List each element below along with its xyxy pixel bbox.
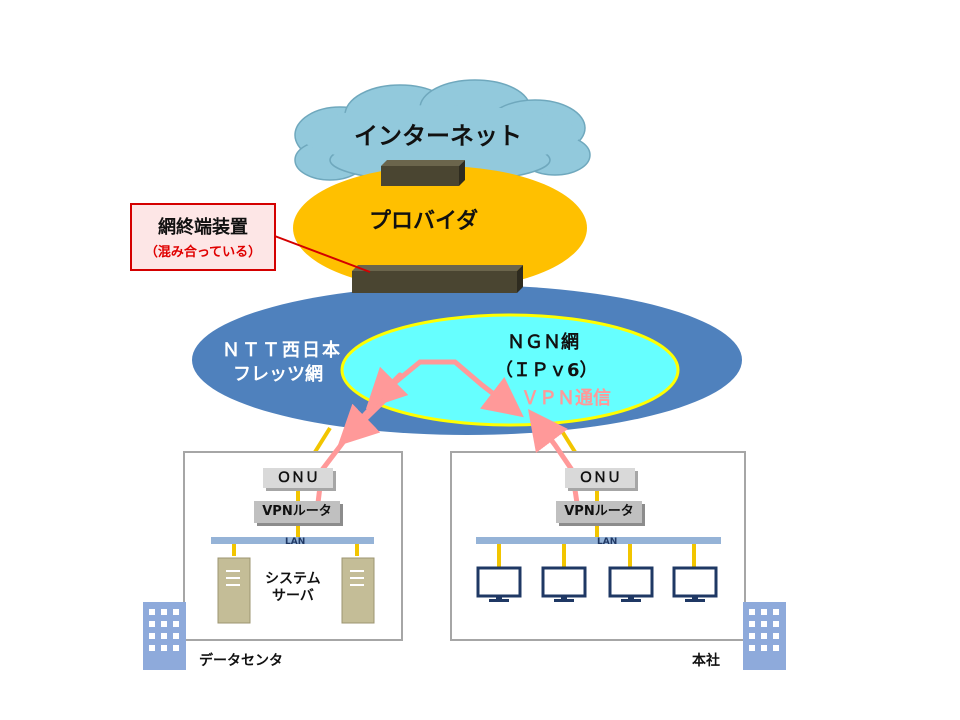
monitor-icon [672,566,718,602]
onu-headoffice: ＯＮＵ [565,468,635,488]
monitor-icon [608,566,654,602]
onu-datacenter: ＯＮＵ [263,468,333,488]
headoffice-site-label: 本社 [692,653,720,669]
callout-title: 網終端装置 [158,217,248,238]
callout-leader-line [271,234,371,273]
vpn-arrow-left-lower [337,392,393,446]
ngn-label-line2: （ＩＰｖ6） [495,360,598,381]
server-label-line1: システム [265,571,321,587]
vpn-router-datacenter: VPNルータ [254,501,340,523]
datacenter-site-label: データセンタ [199,653,283,669]
monitor-icon [541,566,587,602]
headoffice-lan [476,487,721,567]
flets-label-line1: ＮＴＴ西日本 [222,340,342,361]
network-termination-device-icon [381,160,465,186]
vpn-arrow-left [365,366,409,410]
callout-subtitle: （混み合っている） [144,245,262,260]
server-icon [217,557,251,624]
provider-ellipse [293,166,587,290]
building-icon [743,602,786,670]
lan-label-headoffice: LAN [597,537,618,547]
datacenter-lan [211,487,374,556]
vpn-router-headoffice: VPNルータ [556,501,642,523]
lan-label-datacenter: LAN [285,537,306,547]
server-icon [341,557,375,624]
provider-label: プロバイダ [369,209,479,234]
callout-box: 網終端装置 （混み合っている） [130,203,276,271]
ngn-label-line1: ＮＧＮ網 [507,332,579,353]
ngn-network-ellipse [340,313,680,427]
building-icon [143,602,186,670]
cloud-fill [300,105,580,165]
network-termination-device-icon [352,265,523,293]
monitor-icon [476,566,522,602]
flets-label-line2: フレッツ網 [233,364,323,385]
vpn-label: ＶＰＮ通信 [521,388,611,409]
server-label-line2: サーバ [272,588,314,604]
internet-label: インターネット [354,122,522,150]
